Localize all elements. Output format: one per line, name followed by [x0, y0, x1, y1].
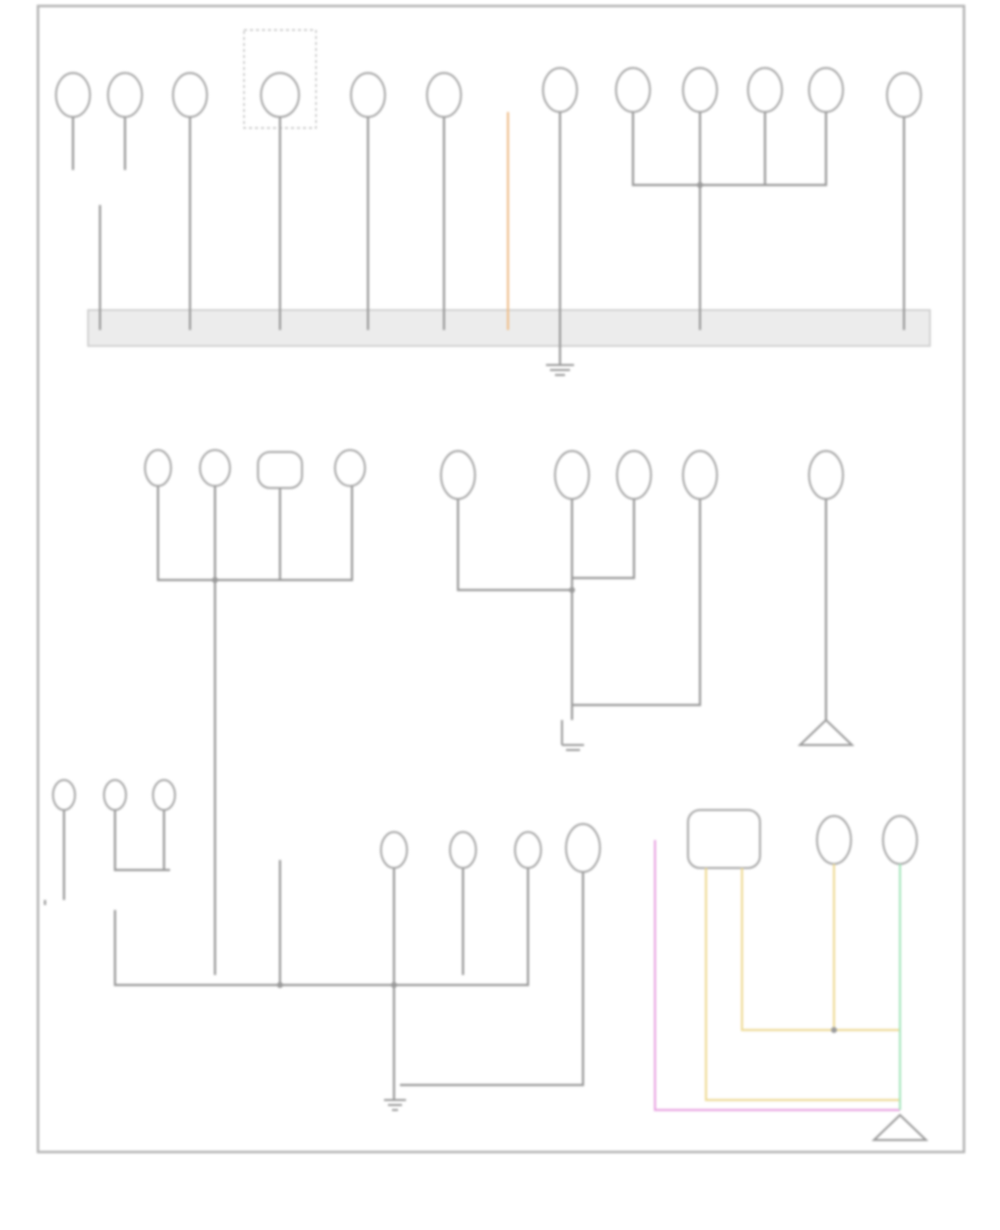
middle-component-9: [808, 450, 844, 500]
diagram-border: [36, 4, 966, 1154]
top-component-11: [808, 67, 844, 113]
bottom-component-2: [103, 779, 127, 811]
top-component-4: [260, 72, 300, 118]
top-wires: [71, 112, 906, 365]
bottom-ground-symbols: [384, 1099, 929, 1141]
top-component-6: [426, 72, 462, 118]
middle-component-3: [257, 451, 303, 489]
bottom-component-9: [816, 815, 852, 865]
middle-wires: [156, 486, 828, 975]
bottom-component-1: [52, 779, 76, 811]
top-component-1: [55, 72, 91, 118]
top-ground-symbol: [546, 364, 574, 376]
bottom-components: [52, 779, 918, 873]
top-component-9: [682, 67, 718, 113]
bottom-component-10: [882, 815, 918, 865]
bottom-component-5: [449, 831, 477, 869]
junctions: [212, 182, 837, 1033]
top-component-8: [615, 67, 651, 113]
top-component-10: [747, 67, 783, 113]
middle-ground-symbols: [561, 718, 855, 751]
middle-component-5: [440, 450, 476, 500]
top-component-12: [886, 72, 922, 118]
bottom-wires: [43, 810, 902, 1112]
bottom-component-6: [514, 831, 542, 869]
bottom-component-4: [380, 831, 408, 869]
middle-component-2: [199, 449, 231, 487]
middle-component-1: [144, 449, 172, 487]
bottom-component-3: [152, 779, 176, 811]
bottom-component-8: [687, 809, 761, 869]
middle-components: [144, 449, 844, 500]
middle-component-6: [554, 450, 590, 500]
top-component-2: [107, 72, 143, 118]
bottom-component-7: [565, 823, 601, 873]
top-component-5: [350, 72, 386, 118]
top-component-3: [172, 72, 208, 118]
middle-component-8: [682, 450, 718, 500]
top-components: [55, 67, 922, 118]
top-component-7: [542, 67, 578, 113]
middle-component-4: [334, 449, 366, 487]
middle-component-7: [616, 450, 652, 500]
